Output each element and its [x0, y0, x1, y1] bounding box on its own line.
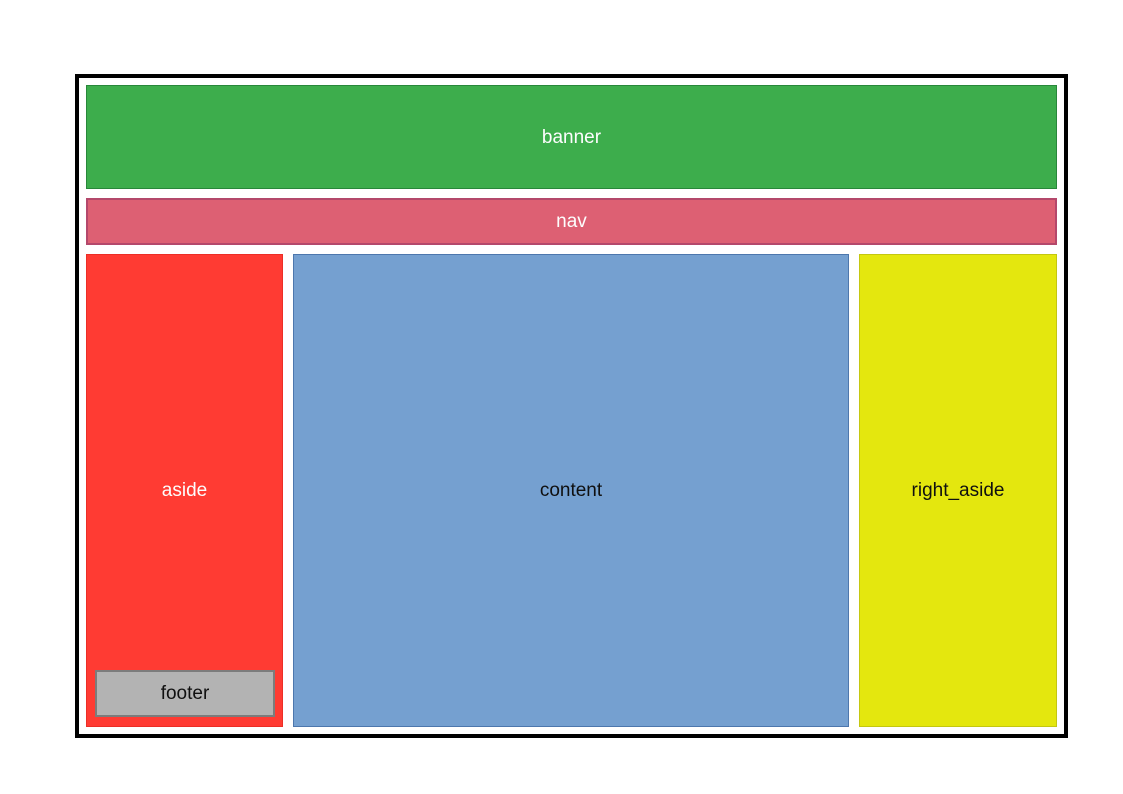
nav-region: nav	[86, 198, 1057, 245]
footer-label: footer	[160, 683, 210, 704]
layout-frame: banner nav aside footer content right_as…	[75, 74, 1068, 738]
aside-region: aside footer	[86, 254, 283, 727]
nav-label: nav	[556, 211, 587, 232]
footer-region: footer	[95, 670, 275, 717]
right-aside-label: right_aside	[911, 480, 1005, 501]
banner-region: banner	[86, 85, 1057, 189]
content-label: content	[539, 480, 603, 501]
content-region: content	[293, 254, 849, 727]
aside-label: aside	[161, 480, 208, 501]
banner-label: banner	[541, 126, 602, 148]
right-aside-region: right_aside	[859, 254, 1057, 727]
